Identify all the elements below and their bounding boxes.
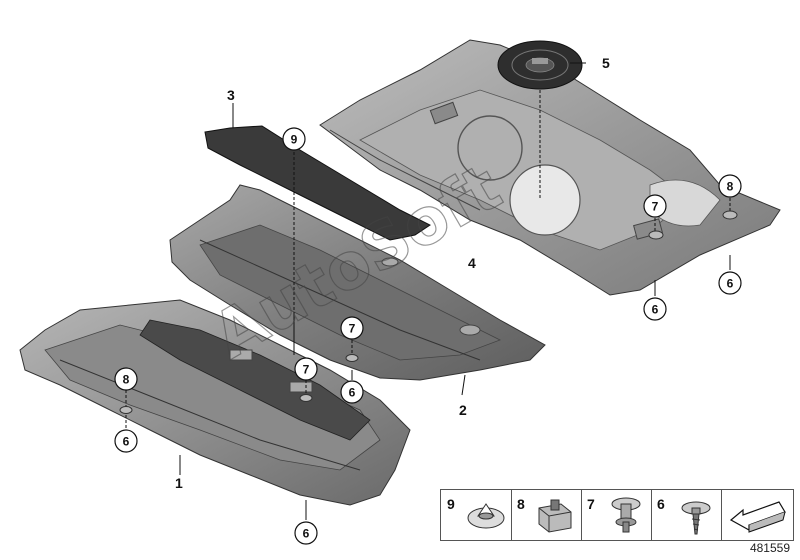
legend-label-6: 6 [657, 496, 665, 512]
round-mat [497, 40, 583, 90]
callout-9: 9 [282, 127, 306, 151]
legend-cell-7: 7 [581, 490, 652, 540]
callout-6-middle: 6 [340, 380, 364, 404]
part-number-4: 4 [468, 255, 476, 271]
svg-text:6: 6 [349, 386, 356, 400]
sealing-strip [204, 125, 431, 241]
legend-cell-6: 6 [651, 490, 722, 540]
legend-cell-8: 8 [511, 490, 582, 540]
callout-8-front: 8 [114, 367, 138, 391]
fasteners [119, 210, 738, 414]
svg-text:8: 8 [727, 180, 734, 194]
legend-cell-arrow [721, 490, 793, 540]
svg-text:6: 6 [303, 527, 310, 541]
callout-6-front-left: 6 [114, 429, 138, 453]
fastener-legend: 9 8 7 6 [440, 489, 794, 541]
svg-text:7: 7 [652, 200, 659, 214]
legend-cell-9: 9 [441, 490, 512, 540]
clip-nut-icon [538, 499, 572, 533]
push-rivet-icon [611, 497, 641, 533]
part-number-1: 1 [175, 475, 183, 491]
leader-lines [125, 62, 731, 520]
svg-text:7: 7 [303, 363, 310, 377]
svg-text:6: 6 [727, 277, 734, 291]
callout-8-rear: 8 [718, 174, 742, 198]
drawing-number: 481559 [749, 541, 790, 555]
callout-6-rear-left: 6 [643, 297, 667, 321]
callout-7-front: 7 [294, 357, 318, 381]
svg-text:7: 7 [349, 322, 356, 336]
svg-text:6: 6 [652, 303, 659, 317]
legend-label-9: 9 [447, 496, 455, 512]
legend-label-8: 8 [517, 496, 525, 512]
part-number-3: 3 [227, 87, 235, 103]
underbody-panel-middle [169, 184, 546, 381]
legend-label-7: 7 [587, 496, 595, 512]
screw-icon [681, 501, 711, 535]
callout-6-rear-right: 6 [718, 271, 742, 295]
direction-arrow-icon [729, 501, 786, 533]
svg-text:9: 9 [291, 133, 298, 147]
callout-7-rear: 7 [643, 194, 667, 218]
underbody-panel-front [19, 299, 411, 506]
svg-text:8: 8 [123, 373, 130, 387]
part-number-5: 5 [602, 55, 610, 71]
svg-text:6: 6 [123, 435, 130, 449]
underbody-panel-rear [319, 39, 781, 296]
washer-icon [467, 503, 505, 529]
part-number-2: 2 [459, 402, 467, 418]
callout-7-middle: 7 [340, 316, 364, 340]
callout-6-front-bottom: 6 [294, 521, 318, 545]
